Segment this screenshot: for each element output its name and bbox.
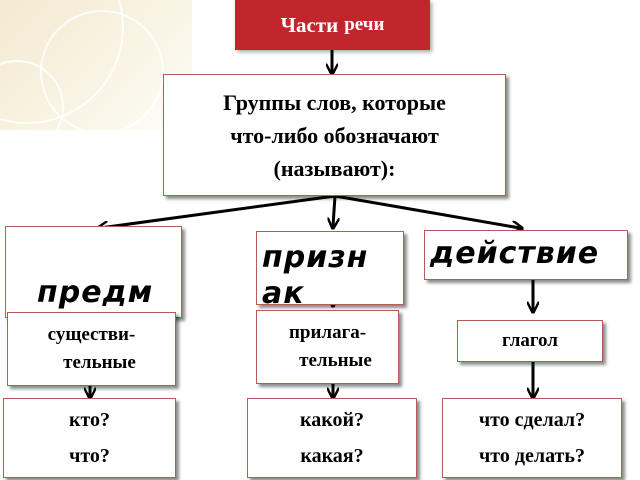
- category-box-priznak: [256, 231, 404, 305]
- groups-definition-text: Группы слов, которые что-либо обозначают…: [223, 86, 446, 185]
- pos-box-verb: глагол: [457, 320, 603, 362]
- question-line: что?: [69, 445, 110, 467]
- question-line: что сделал?: [478, 409, 586, 431]
- category-label-predm: предм: [37, 275, 154, 310]
- pos-adjective-line2: тельные: [299, 350, 372, 371]
- category-label-deystvie: действие: [430, 236, 600, 271]
- question-box-adjective: какой? какая?: [247, 398, 417, 478]
- title-main: Части: [280, 12, 339, 37]
- groups-line: Группы слов, которые: [223, 89, 446, 115]
- pos-box-noun: существи- тельные: [7, 312, 176, 386]
- arrow-to-predm: [100, 194, 337, 228]
- question-line: что делать?: [479, 445, 585, 467]
- question-line: какая?: [300, 445, 364, 467]
- category-box-predm: [5, 226, 182, 318]
- arrow-to-priznak: [333, 194, 335, 226]
- groups-line: (называют):: [273, 155, 396, 181]
- category-box-deystvie: [424, 230, 628, 280]
- pos-noun-line1: существи-: [47, 324, 136, 346]
- arrow-to-deystvie: [333, 194, 520, 228]
- title-box: Части речи: [235, 0, 430, 50]
- pos-adjective-line1: прилага-: [288, 322, 367, 344]
- question-box-noun: кто? что?: [3, 398, 176, 478]
- question-line: какой?: [299, 409, 364, 431]
- title-second: речи: [344, 14, 385, 35]
- groups-line: что-либо обозначают: [230, 122, 439, 148]
- question-box-verb: что сделал? что делать?: [442, 398, 622, 478]
- question-line: кто?: [68, 409, 111, 431]
- groups-definition-box: Группы слов, которые что-либо обозначают…: [163, 74, 506, 196]
- pos-noun-line2: тельные: [63, 352, 136, 373]
- decorative-background: [0, 0, 192, 130]
- pos-verb-label: глагол: [502, 330, 558, 352]
- pos-box-adjective: прилага- тельные: [256, 310, 399, 384]
- category-label-priznak-1: призн: [262, 240, 369, 275]
- category-label-priznak-2: ак: [262, 276, 305, 311]
